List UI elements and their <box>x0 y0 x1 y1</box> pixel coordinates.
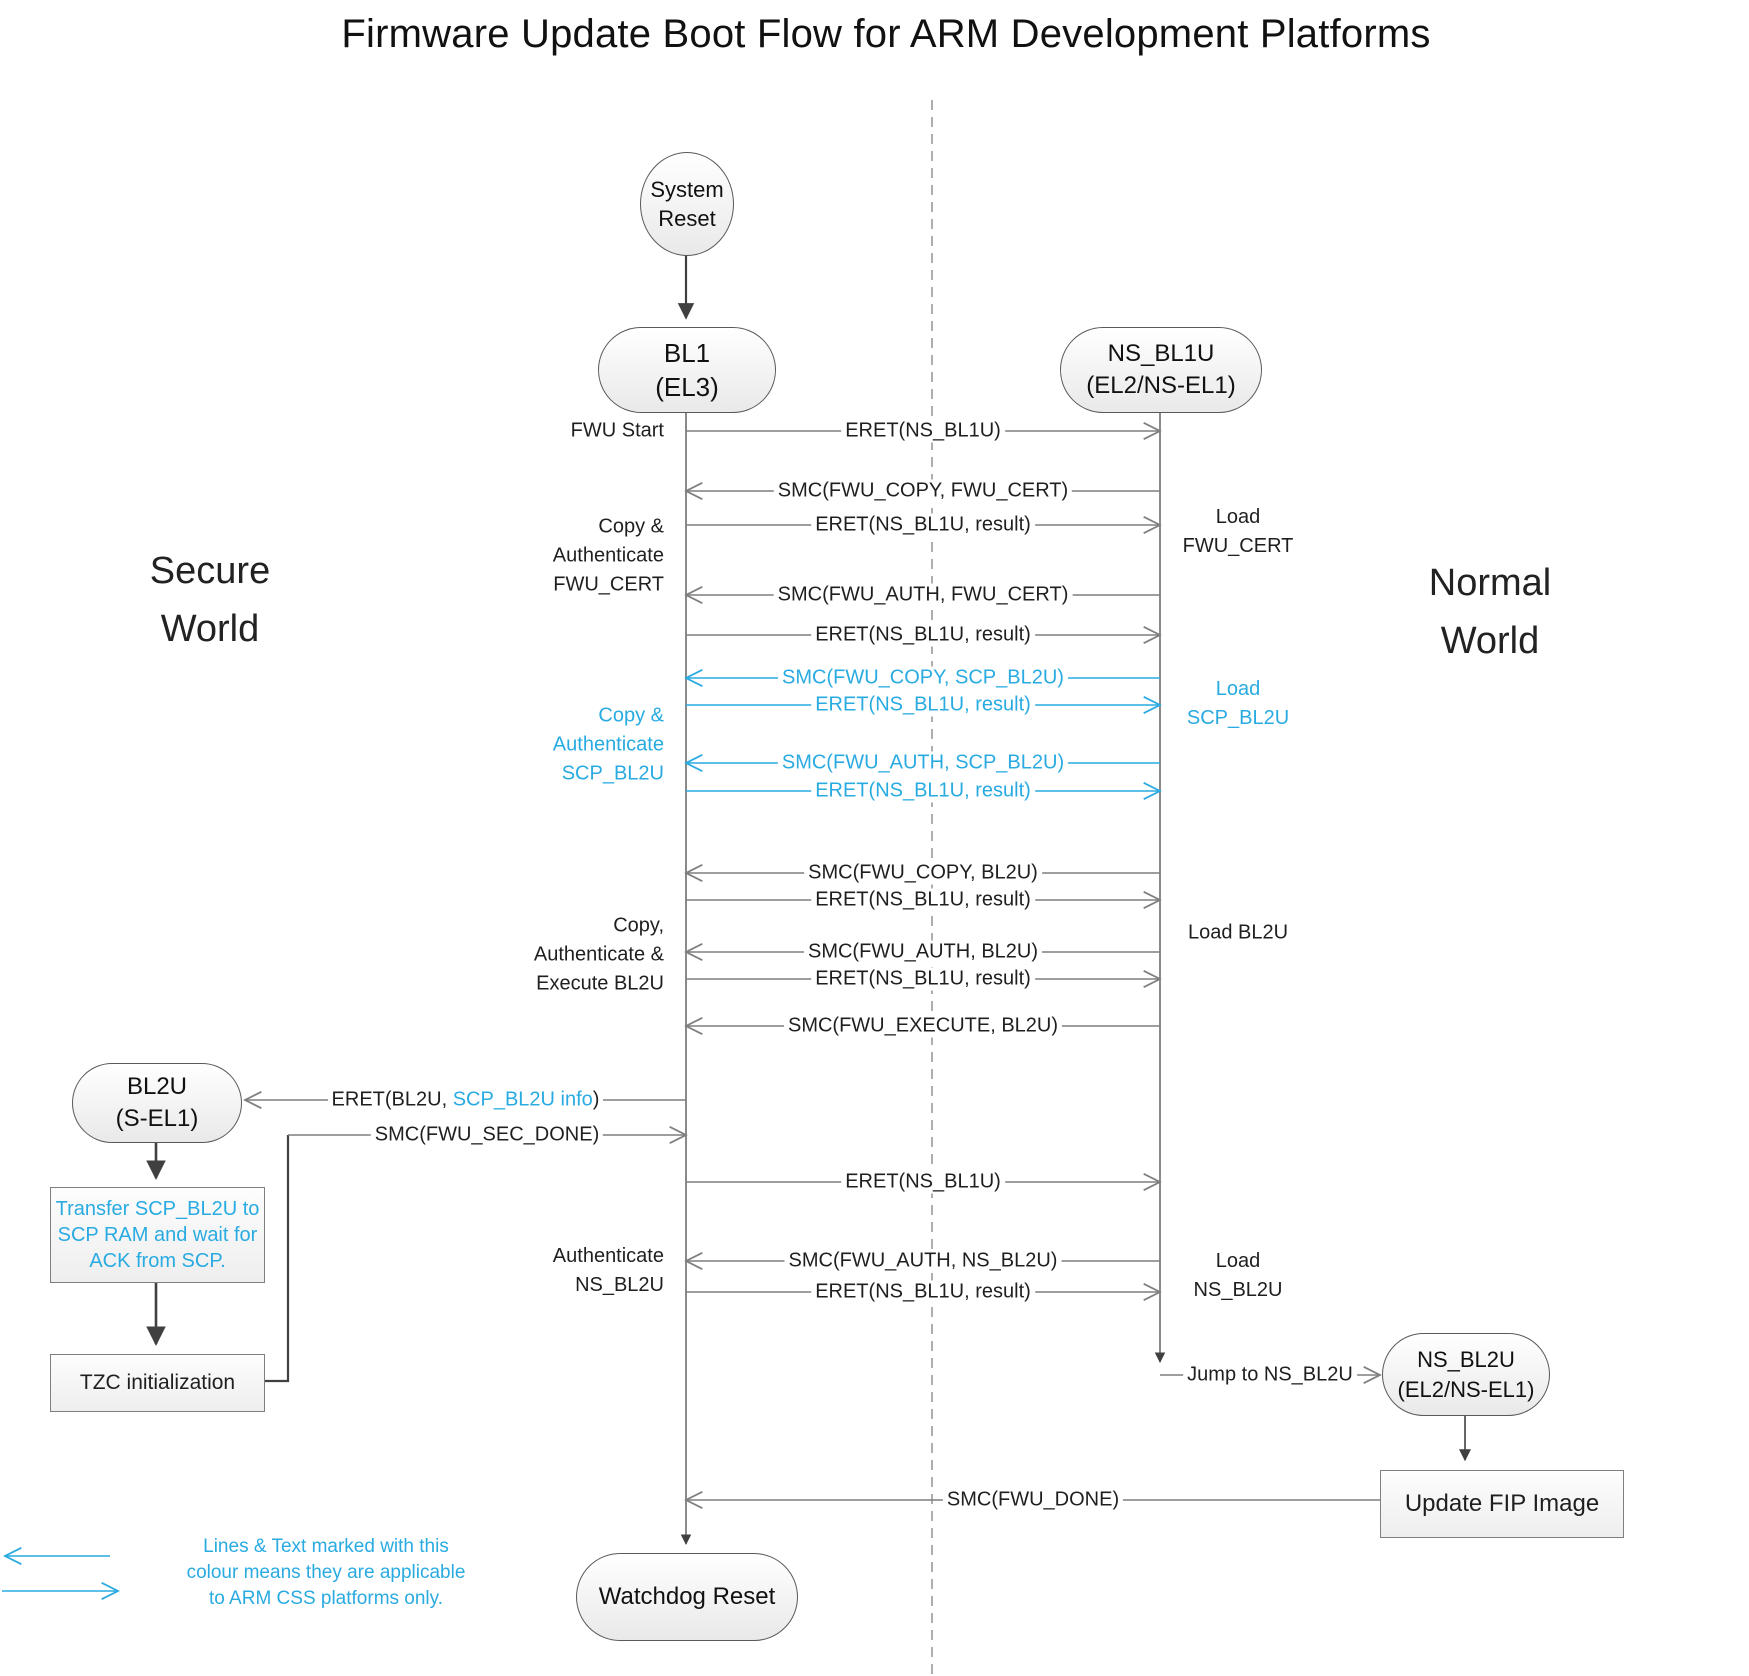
message-label: SMC(FWU_COPY, FWU_CERT) <box>773 479 1073 503</box>
message-label: Jump to NS_BL2U <box>1183 1363 1357 1387</box>
connector-tzc-to-secdone <box>263 1135 290 1383</box>
message-label: SMC(FWU_EXECUTE, BL2U) <box>783 1014 1063 1038</box>
step-label-load-scp-bl2u: Load SCP_BL2U <box>1186 678 1290 729</box>
step-label-load-ns-bl2u: Load NS_BL2U <box>1193 1250 1283 1301</box>
message-label-part: SCP_BL2U info <box>452 1088 593 1111</box>
message-label-part: ) <box>592 1088 600 1111</box>
node-ns-bl1u: NS_BL1U (EL2/NS-EL1) <box>1060 327 1262 413</box>
tzc-initialization-box: TZC initialization <box>50 1354 265 1412</box>
message-label: ERET(NS_BL1U, result) <box>811 623 1035 647</box>
message-label: ERET(NS_BL1U) <box>841 419 1005 443</box>
node-bl2u: BL2U (S-EL1) <box>72 1063 242 1143</box>
message-label: SMC(FWU_AUTH, BL2U) <box>803 940 1043 964</box>
step-label-auth-ns-bl2u: Authenticate NS_BL2U <box>552 1245 664 1296</box>
message-label: ERET(NS_BL1U, result) <box>811 779 1035 803</box>
message-label: ERET(NS_BL1U, result) <box>811 693 1035 717</box>
message-label: ERET(BL2U, SCP_BL2U info) <box>327 1088 604 1112</box>
node-ns-bl2u: NS_BL2U (EL2/NS-EL1) <box>1382 1333 1550 1416</box>
legend-text: Lines & Text marked with this colour mea… <box>186 1536 466 1609</box>
step-label-copy-auth-fwu-cert: Copy & Authenticate FWU_CERT <box>552 515 664 596</box>
message-label: SMC(FWU_AUTH, NS_BL2U) <box>784 1249 1062 1273</box>
secure-world-label: Secure World <box>149 550 271 650</box>
message-label: ERET(NS_BL1U, result) <box>811 513 1035 537</box>
message-label: ERET(NS_BL1U, result) <box>811 967 1035 991</box>
message-label: ERET(NS_BL1U, result) <box>811 1280 1035 1304</box>
message-label-part: ERET(BL2U, <box>331 1088 453 1111</box>
message-label: SMC(FWU_AUTH, SCP_BL2U) <box>777 751 1069 775</box>
node-watchdog-reset: Watchdog Reset <box>576 1553 798 1641</box>
update-fip-image-box: Update FIP Image <box>1380 1470 1624 1538</box>
step-label-load-bl2u: Load BL2U <box>1187 921 1289 944</box>
message-label: ERET(NS_BL1U) <box>841 1170 1005 1194</box>
message-label: ERET(NS_BL1U, result) <box>811 888 1035 912</box>
message-label: SMC(FWU_COPY, BL2U) <box>804 861 1042 885</box>
step-label-fwu-start: FWU Start <box>570 419 664 442</box>
message-label: SMC(FWU_COPY, SCP_BL2U) <box>778 666 1068 690</box>
message-label: SMC(FWU_DONE) <box>942 1488 1124 1512</box>
normal-world-label: Normal World <box>1428 562 1552 662</box>
step-label-copy-auth-exec-bl2u: Copy, Authenticate & Execute BL2U <box>533 914 664 995</box>
message-label: SMC(FWU_AUTH, FWU_CERT) <box>773 583 1073 607</box>
node-system-reset: System Reset <box>640 152 734 256</box>
message-label: SMC(FWU_SEC_DONE) <box>370 1123 604 1147</box>
transfer-scp-bl2u-box: Transfer SCP_BL2U to SCP RAM and wait fo… <box>50 1187 265 1283</box>
step-label-load-fwu-cert: Load FWU_CERT <box>1182 506 1294 557</box>
step-label-copy-auth-scp-bl2u: Copy & Authenticate SCP_BL2U <box>552 704 664 785</box>
page-title: Firmware Update Boot Flow for ARM Develo… <box>341 12 1431 56</box>
node-bl1: BL1 (EL3) <box>598 327 776 413</box>
